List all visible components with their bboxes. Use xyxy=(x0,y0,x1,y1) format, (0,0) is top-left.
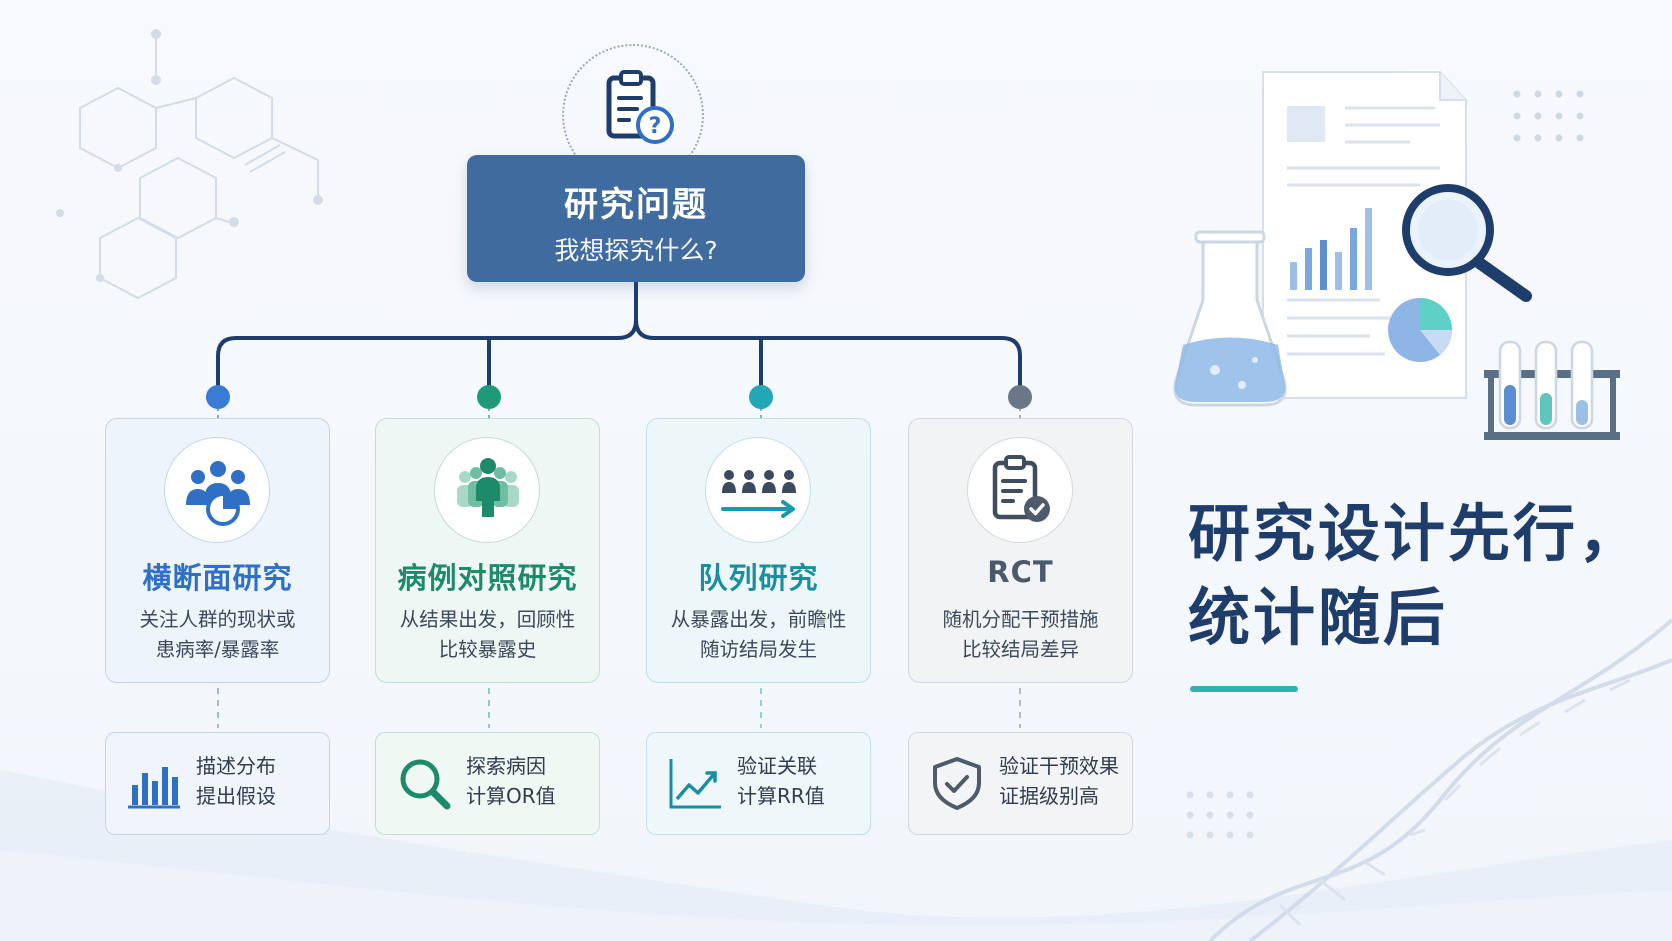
case-control-people-icon xyxy=(457,458,519,517)
trend-line-icon xyxy=(669,759,721,809)
card-desc-line: 随机分配干预措施 xyxy=(942,608,1099,631)
shield-check-icon xyxy=(933,757,981,810)
document-illustration xyxy=(1173,71,1620,440)
card-desc-line: 从暴露出发，前瞻性 xyxy=(670,608,847,631)
card-desc-line: 从结果出发，回顾性 xyxy=(399,608,576,631)
card-rct: RCT 随机分配干预措施 比较结局差异 xyxy=(908,418,1133,683)
research-question-box: 研究问题 我想探究什么? xyxy=(467,155,805,282)
card-title: 队列研究 xyxy=(698,561,819,595)
node-cohort xyxy=(749,385,773,409)
purpose-cross-sectional: 描述分布 提出假设 xyxy=(105,732,330,835)
clipboard-check-icon xyxy=(992,455,1050,522)
purpose-line: 提出假设 xyxy=(196,784,276,808)
purpose-line: 验证干预效果 xyxy=(999,754,1119,778)
card-desc-line: 随访结局发生 xyxy=(699,638,817,661)
card-title: 横断面研究 xyxy=(142,561,293,595)
branch-nodes xyxy=(206,385,1032,409)
card-cross-sectional: 横断面研究 关注人群的现状或 患病率/暴露率 xyxy=(105,418,330,683)
card-desc-line: 比较暴露史 xyxy=(438,638,537,661)
headline-line-2: 统计随后 xyxy=(1188,581,1449,654)
root-subtitle: 我想探究什么? xyxy=(554,236,718,265)
magnifier-icon xyxy=(400,759,451,810)
svg-text:?: ? xyxy=(649,114,662,139)
clipboard-question-icon: ? xyxy=(606,70,674,144)
purpose-line: 验证关联 xyxy=(737,754,817,778)
node-cross-sectional xyxy=(206,385,230,409)
purpose-line: 计算OR值 xyxy=(466,784,556,808)
headline: 研究设计先行， 统计随后 xyxy=(1188,492,1643,660)
cohort-arrow-icon xyxy=(721,470,796,518)
people-group-pie-icon xyxy=(186,461,250,526)
root-title: 研究问题 xyxy=(564,185,708,225)
connector-tree xyxy=(216,281,1022,395)
headline-line-1: 研究设计先行， xyxy=(1188,497,1644,570)
purpose-case-control: 探索病因 计算OR值 xyxy=(375,732,600,835)
card-case-control: 病例对照研究 从结果出发，回顾性 比较暴露史 xyxy=(375,418,600,683)
card-title: RCT xyxy=(987,555,1054,589)
bar-chart-icon xyxy=(128,767,180,809)
node-rct xyxy=(1008,385,1032,409)
headline-accent-bar xyxy=(1190,686,1298,692)
purpose-line: 探索病因 xyxy=(466,754,546,778)
card-desc-line: 患病率/暴露率 xyxy=(155,638,280,661)
purpose-rct: 验证干预效果 证据级别高 xyxy=(908,732,1133,835)
purpose-line: 证据级别高 xyxy=(999,784,1099,808)
card-desc-line: 比较结局差异 xyxy=(961,638,1079,661)
purpose-line: 计算RR值 xyxy=(737,784,825,808)
purpose-cohort: 验证关联 计算RR值 xyxy=(646,732,871,835)
card-title: 病例对照研究 xyxy=(397,561,578,595)
card-desc-line: 关注人群的现状或 xyxy=(139,608,296,631)
card-cohort: 队列研究 从暴露出发，前瞻性 随访结局发生 xyxy=(646,418,871,683)
node-case-control xyxy=(477,385,501,409)
purpose-line: 描述分布 xyxy=(196,754,276,778)
